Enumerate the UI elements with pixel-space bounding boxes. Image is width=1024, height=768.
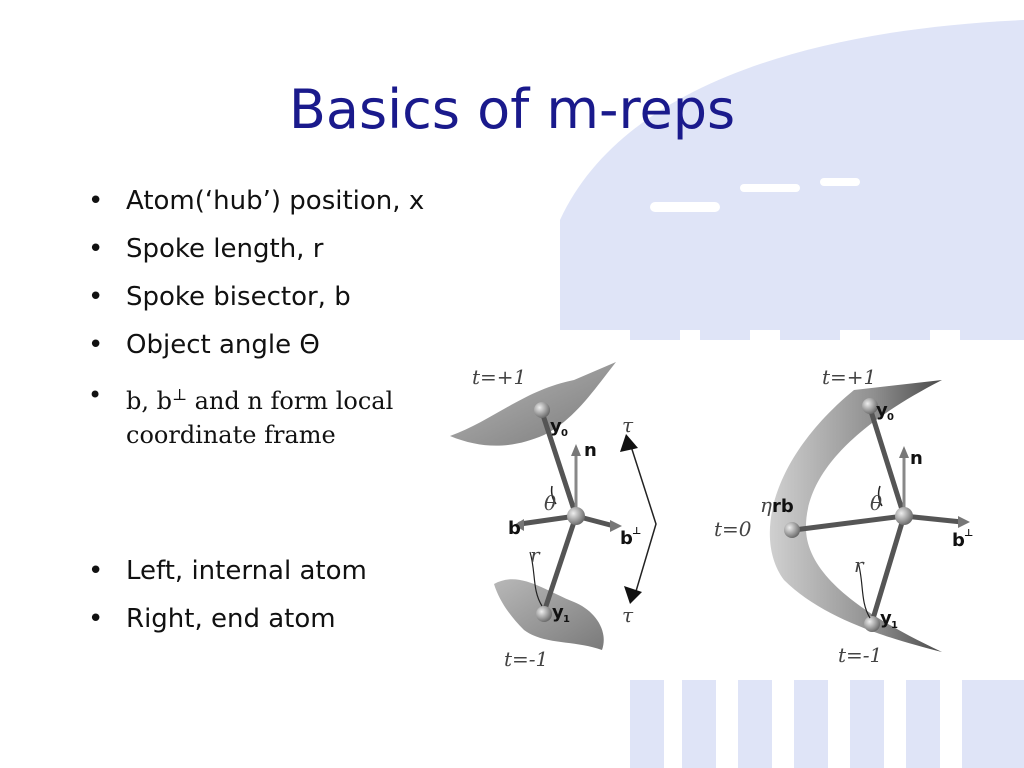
bullet-dot: • [88,381,103,409]
tau-top-label: τ [622,413,634,437]
y0-label: y [550,416,562,437]
tau-bottom-label: τ [622,603,634,627]
crest-surface [769,380,942,652]
bullet-text-a: b, b [126,387,172,415]
end-y0-point-ball [862,398,878,414]
bullet-dot: • [88,186,104,216]
y0-point-ball [534,402,550,418]
bullet-atom-position: • Atom(‘hub’) position, x [88,186,448,217]
upper-surface-patch [450,362,616,446]
bullet-dot: • [88,556,104,586]
bullet-coordinate-frame: • b, b⊥ and n form local coordinate fram… [88,378,448,452]
bullet-text: Spoke bisector, b [126,282,351,312]
bperp-label: b [620,528,633,549]
bullet-list: • Atom(‘hub’) position, x • Spoke length… [88,186,448,652]
t-minus-one-label: t=-1 [504,647,548,671]
end-theta-label: θ [870,491,882,515]
end-hub-atom-ball [895,507,913,525]
y0-subscript: 0 [561,428,568,439]
end-y1-label: y [880,608,892,629]
bullet-dot: • [88,330,104,360]
end-atom-diagram: t=+1 t=0 t=-1 y 0 y 1 n b ⊥ θ r η rb [714,365,973,667]
bullet-left-atom: • Left, internal atom [88,556,448,587]
y1-label: y [552,602,564,623]
bperp-superscript: ⊥ [632,526,641,537]
y1-point-ball [536,606,552,622]
end-y1-point-ball [864,616,880,632]
bullet-dot: • [88,604,104,634]
bullet-text: Right, end atom [126,604,336,634]
end-n-label: n [910,448,923,469]
eta-rb-label: rb [772,496,794,517]
bullet-text: Object angle Θ [126,330,320,360]
perp-superscript: ⊥ [171,385,188,404]
mrep-diagram: t=+1 t=-1 y 0 y 1 n b b ⊥ θ r τ τ [450,362,973,671]
bullet-dot: • [88,282,104,312]
end-bperp-label: b [952,530,965,551]
n-label: n [584,440,597,461]
bullet-text: Atom(‘hub’) position, x [126,186,425,216]
end-y0-label: y [876,400,888,421]
end-crest-point-ball [784,522,800,538]
internal-atom-diagram: t=+1 t=-1 y 0 y 1 n b b ⊥ θ r τ τ [450,362,657,671]
end-bperp-superscript: ⊥ [964,528,973,539]
end-y0-subscript: 0 [887,412,894,423]
end-y1-subscript: 1 [891,620,898,631]
bullet-text: Left, internal atom [126,556,367,586]
mrep-figure: t=+1 t=-1 y 0 y 1 n b b ⊥ θ r τ τ [424,340,1024,680]
bullet-dot: • [88,234,104,264]
hub-atom-ball [567,507,585,525]
r-label: r [530,543,541,567]
end-r-label: r [854,553,865,577]
theta-label: θ [544,491,556,515]
bullet-text: Spoke length, r [126,234,324,264]
bullet-object-angle: • Object angle Θ [88,330,448,361]
slide-title: Basics of m-reps [288,78,736,141]
bullet-text-b: and n form local coordinate frame [126,387,394,449]
t-plus-one-label: t=+1 [472,365,526,389]
eta-label: η [760,493,772,517]
end-t-plus-one-label: t=+1 [822,365,876,389]
bullet-spoke-bisector: • Spoke bisector, b [88,282,448,313]
bullet-spoke-length: • Spoke length, r [88,234,448,265]
y1-subscript: 1 [563,614,570,625]
bullet-right-atom: • Right, end atom [88,604,448,635]
b-label: b [508,518,521,539]
end-t-minus-one-label: t=-1 [838,643,882,667]
end-t-zero-label: t=0 [714,517,752,541]
